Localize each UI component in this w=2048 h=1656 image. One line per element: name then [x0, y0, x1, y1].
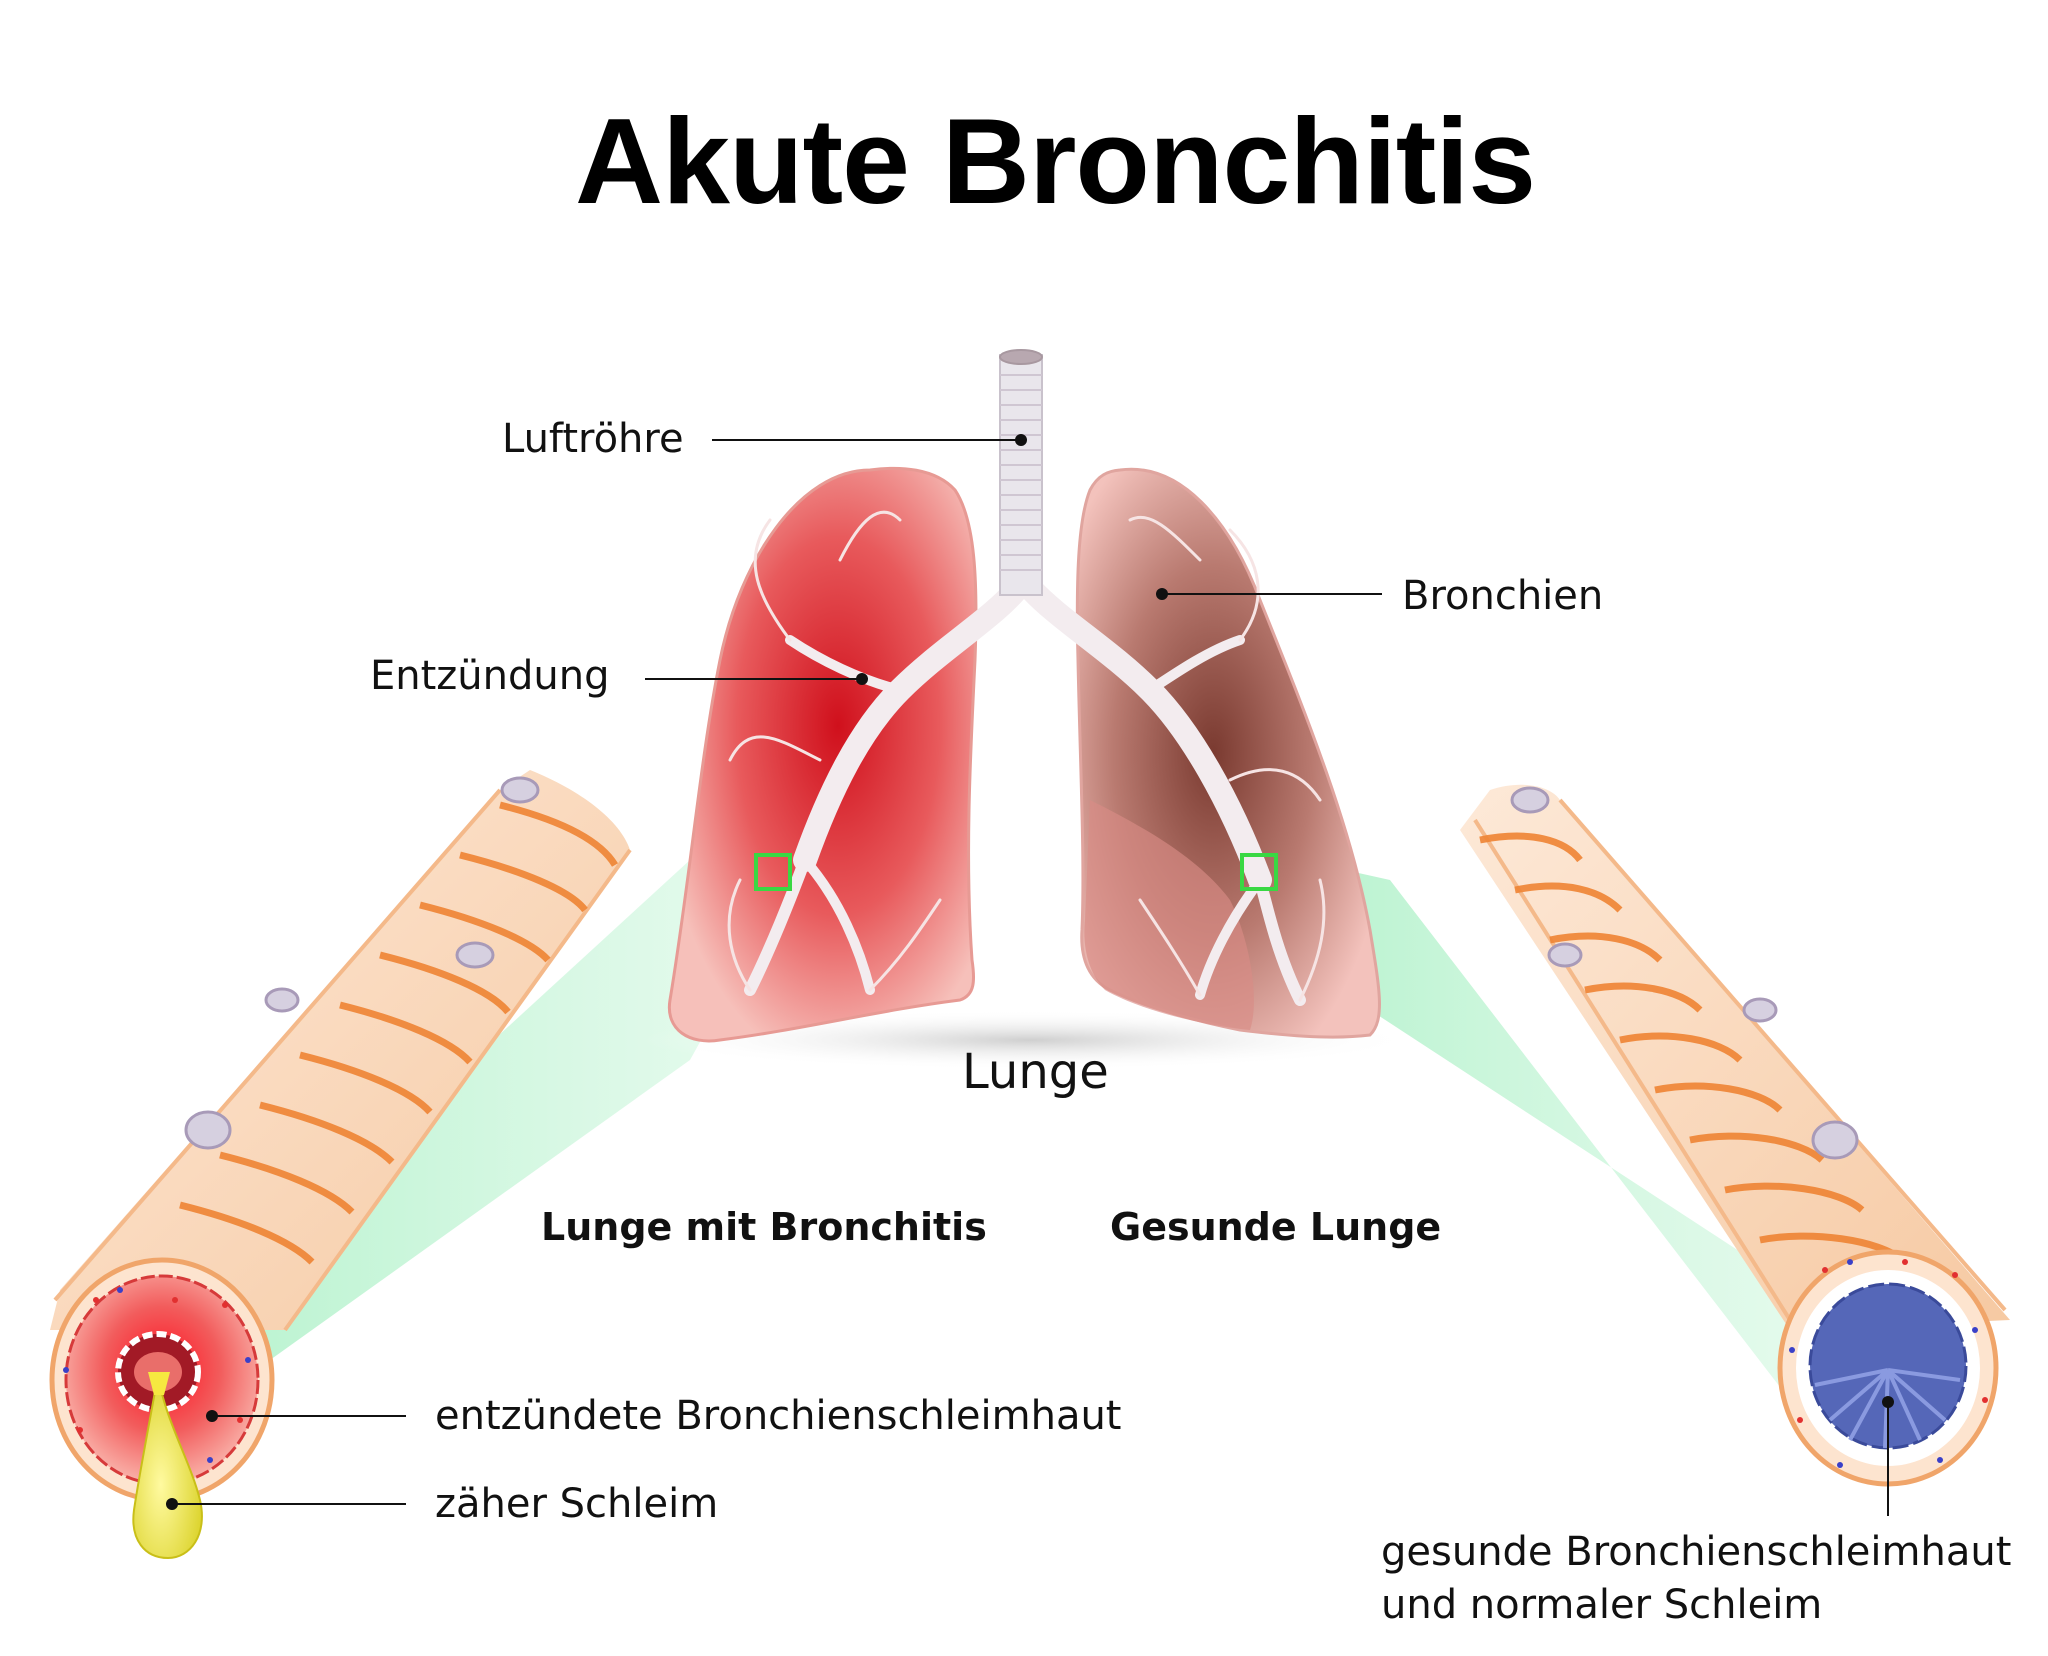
right-bronchus-tube	[1460, 784, 2010, 1330]
label-bronchi: Bronchien	[1402, 573, 1604, 619]
healthy-cross-section	[1777, 1249, 1999, 1487]
trachea	[999, 349, 1043, 596]
viscous-mucus-drop	[132, 1372, 203, 1560]
leader-dots	[166, 434, 1894, 1510]
label-inflammation: Entzündung	[370, 653, 610, 699]
healthy-lung	[1075, 467, 1381, 1039]
left-lung-marker	[754, 853, 792, 891]
left-bronchus-tube	[50, 770, 632, 1332]
label-healthy-lung: Gesunde Lunge	[1110, 1205, 1442, 1249]
bronchial-tree	[727, 510, 1326, 1006]
page-title: Akute Bronchitis	[575, 93, 1536, 229]
inflamed-lung	[667, 466, 978, 1043]
label-healthy-mucosa-line2: und normaler Schleim	[1381, 1582, 1823, 1628]
right-lung-marker	[1240, 853, 1278, 891]
label-viscous-mucus: zäher Schleim	[435, 1481, 719, 1527]
label-lung: Lunge	[962, 1044, 1109, 1100]
label-healthy-mucosa-line1: gesunde Bronchienschleimhaut	[1381, 1529, 2012, 1575]
label-inflamed-mucosa: entzündete Bronchienschleimhaut	[435, 1393, 1122, 1439]
leader-lines	[172, 439, 1889, 1516]
right-zoom-projection	[1300, 860, 1860, 1400]
label-lung-with-bronchitis: Lunge mit Bronchitis	[541, 1205, 987, 1249]
label-trachea: Luftröhre	[502, 416, 684, 462]
